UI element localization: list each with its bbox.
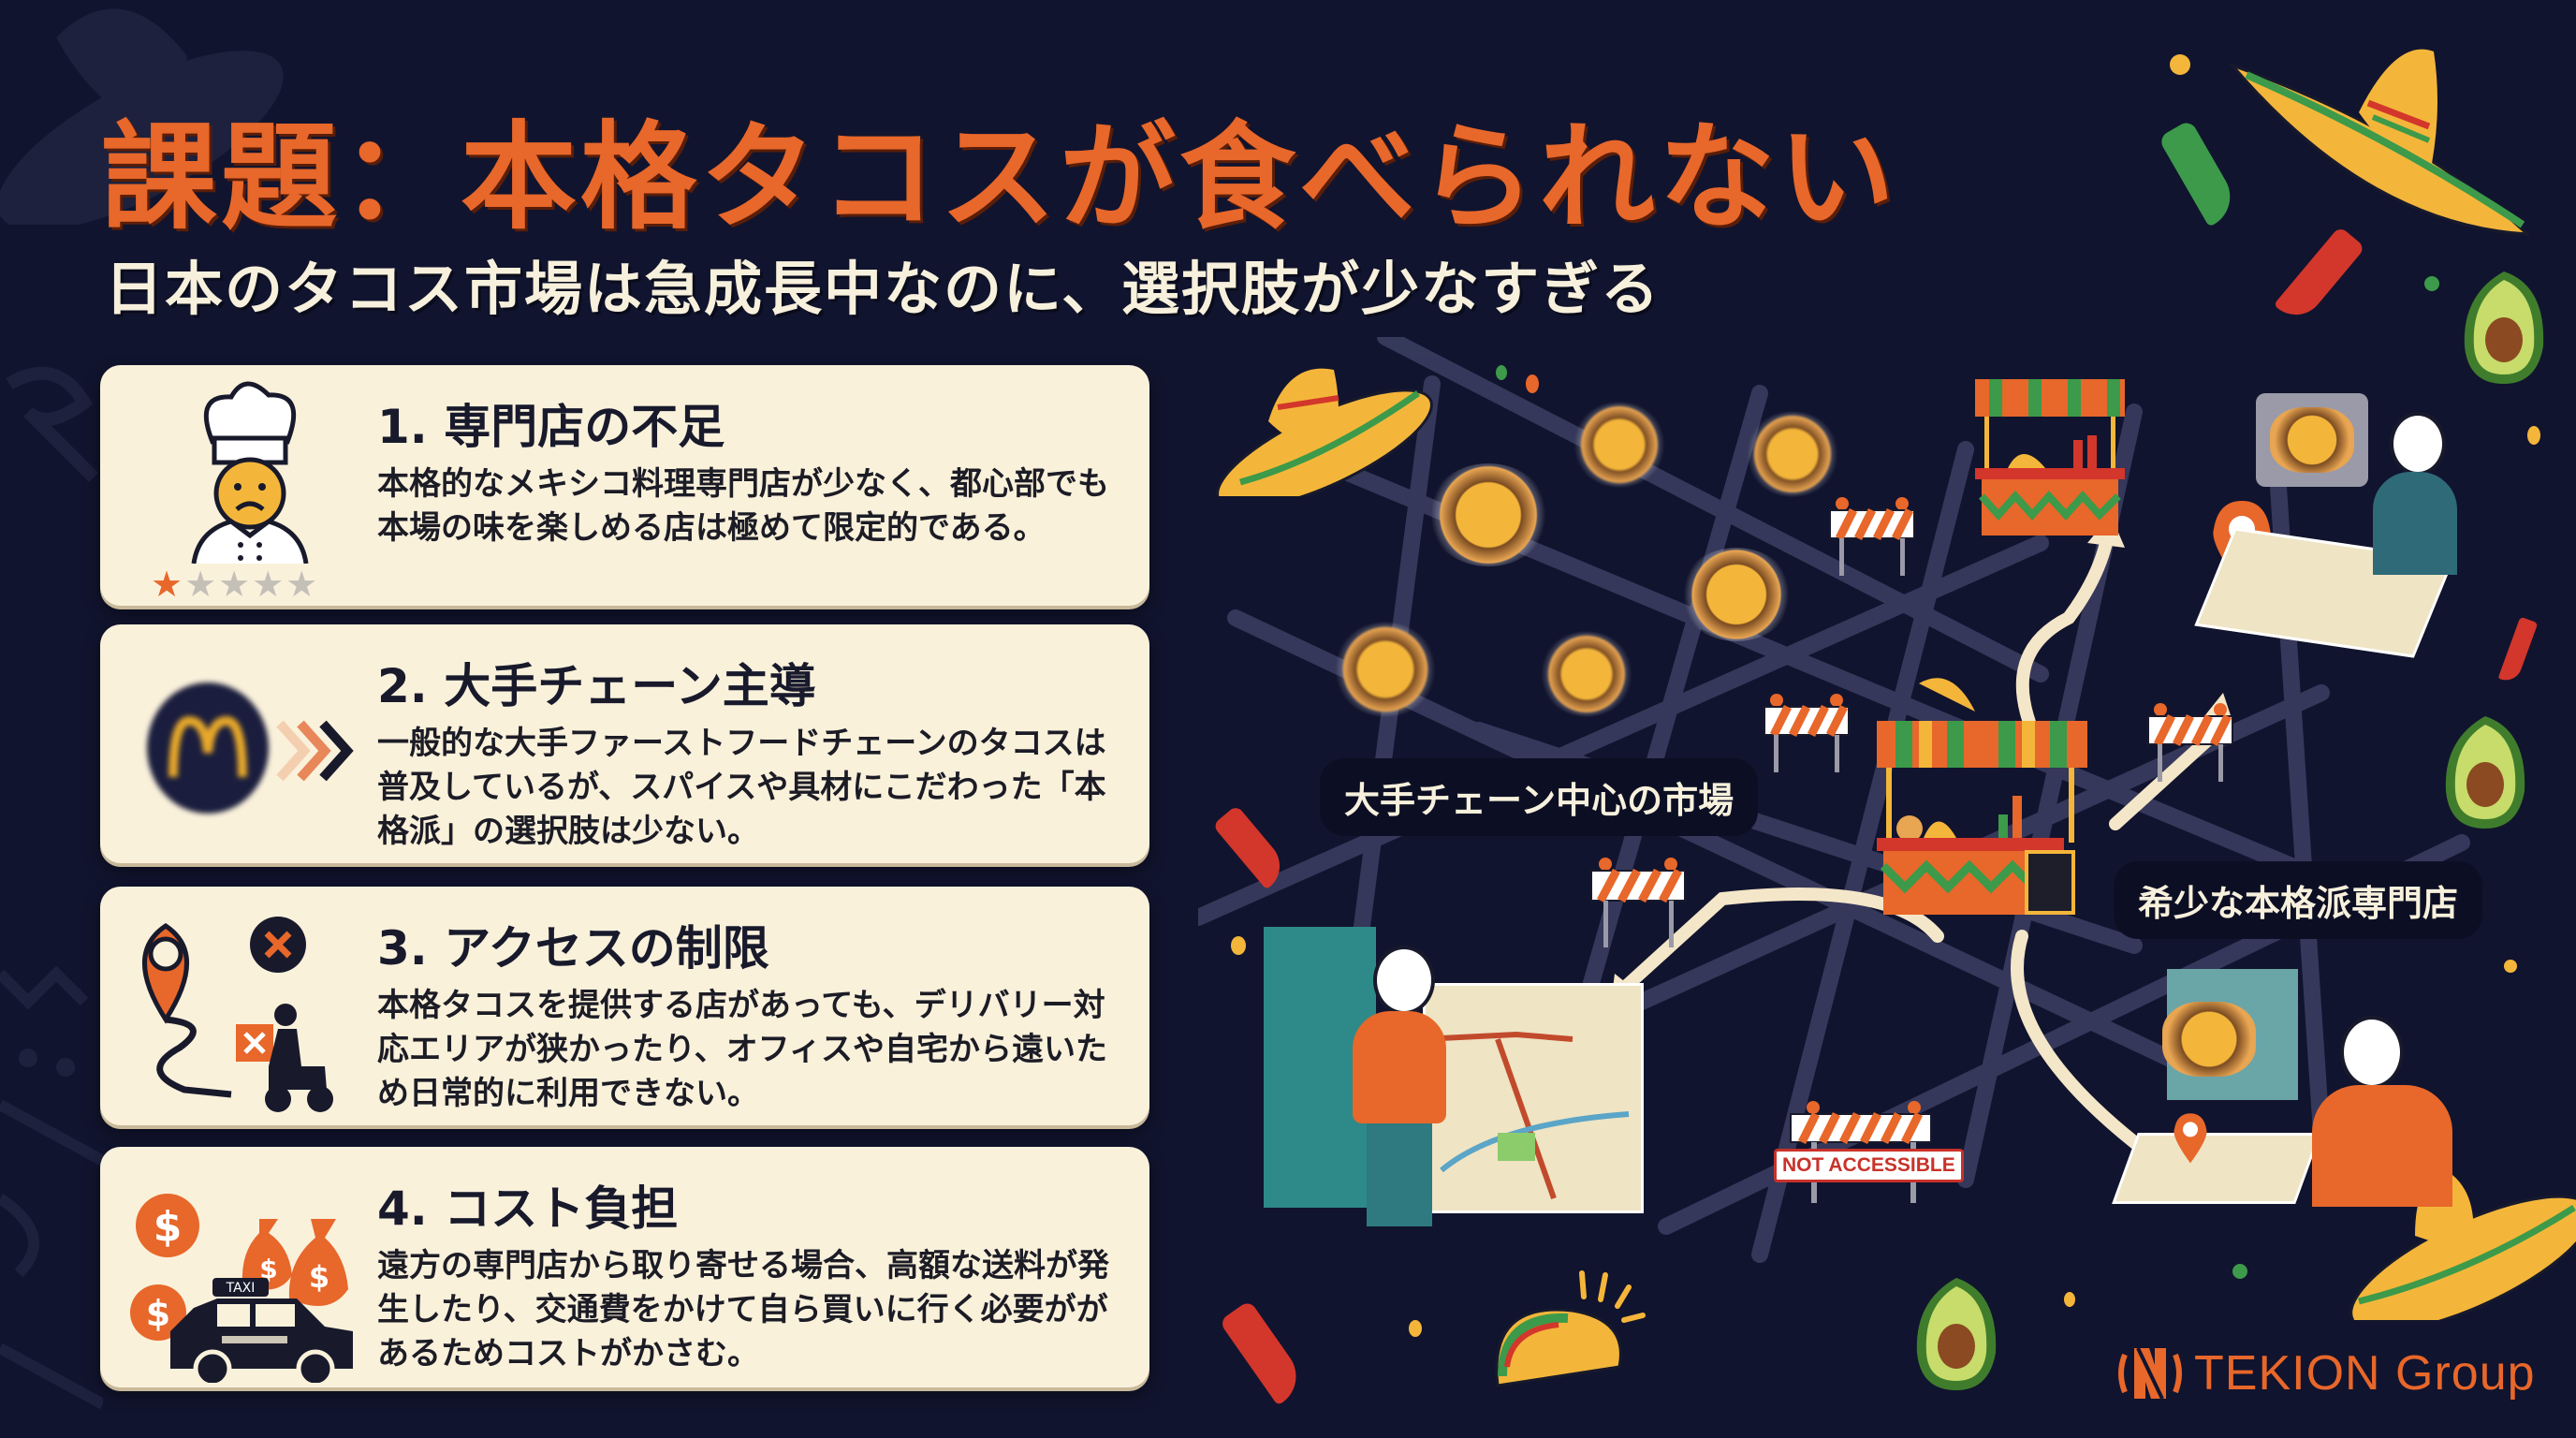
folded-map — [2112, 1133, 2321, 1204]
svg-text:$: $ — [146, 1293, 170, 1334]
delivery-restricted-icon — [142, 917, 333, 1112]
svg-text:$: $ — [154, 1203, 183, 1251]
location-pin-icon — [2174, 1113, 2207, 1164]
thinking-person-with-map — [2153, 384, 2490, 665]
avocado-icon — [2445, 716, 2525, 829]
burger-taco-icon — [2270, 407, 2354, 473]
folded-map — [1423, 983, 1644, 1213]
card-body: 本格的なメキシコ料理専門店が少なく、都心部でも本場の味を楽しめる店は極めて限定的… — [377, 465, 1109, 547]
road-barrier-icon — [1590, 858, 1686, 947]
road-barrier-icon — [2147, 703, 2233, 782]
brand-logo: TEKION Group — [2117, 1341, 2536, 1406]
burger-taco-icon — [1334, 623, 1437, 716]
confetti-dot — [2527, 426, 2540, 445]
problem-card-cost-burden: $ $ $ $ TAXI 4. コスト負担 遠方の専門店から取り寄せる場合、高額… — [100, 1147, 1149, 1387]
card-title: 4. コスト負担 — [377, 1181, 679, 1236]
confetti-dot — [2064, 1292, 2075, 1307]
burger-taco-icon — [1540, 632, 1633, 716]
pattern-zigzag-icon — [0, 965, 103, 1410]
label-chain-market: 大手チェーン中心の市場 — [1320, 758, 1759, 836]
person-icon — [1353, 946, 1446, 1226]
fast-food-chain-logo-icon — [147, 682, 269, 814]
burger-taco-icon — [1427, 463, 1549, 566]
problem-card-shortage-of-specialty-shops: ★★★★★ 1. 専門店の不足 本格的なメキシコ料理専門店が少なく、都心部でも本… — [100, 365, 1149, 606]
sombrero-watermark-icon — [0, 8, 284, 225]
confetti-dot — [2424, 276, 2439, 291]
person-icon — [2312, 1016, 2452, 1207]
card-body: 遠方の専門店から取り寄せる場合、高額な送料が発生したり、交通費をかけて自ら買いに… — [377, 1247, 1109, 1372]
card-title: 3. アクセスの制限 — [377, 921, 769, 976]
sad-chef-icon — [191, 381, 309, 564]
taco-icon — [1495, 1270, 1646, 1387]
label-rare-specialty-shops: 希少な本格派専門店 — [2114, 861, 2483, 939]
confetti-dot — [1231, 936, 1246, 955]
red-chili-icon — [1219, 1299, 1309, 1406]
taco-stand-icon — [1975, 379, 2125, 536]
page-title: 課題：本格タコスが食べられない — [101, 110, 1899, 245]
confetti-dot — [1409, 1320, 1422, 1337]
problem-card-chain-dominance: 2. 大手チェーン主導 一般的な大手ファーストフードチェーンのタコスは普及してい… — [100, 624, 1149, 863]
not-accessible-barrier: NOT ACCESSIBLE — [1774, 1100, 1964, 1203]
burger-taco-icon — [1680, 548, 1793, 641]
taco-stand-icon — [1877, 678, 2087, 915]
pattern-swirl-icon — [6, 366, 98, 482]
card-title: 1. 専門店の不足 — [377, 400, 725, 454]
star-filled-icon: ★ — [151, 564, 185, 605]
star-rating: ★★★★★ — [151, 564, 319, 605]
not-accessible-sign: NOT ACCESSIBLE — [1774, 1149, 1964, 1182]
avocado-icon — [2464, 271, 2544, 384]
confetti-dot — [1496, 365, 1507, 380]
svg-text:TAXI: TAXI — [226, 1281, 256, 1296]
star-empty-icon: ★★★★ — [184, 564, 320, 605]
page-subtitle: 日本のタコス市場は急成長中なのに、選択肢が少なすぎる — [105, 255, 1661, 323]
avocado-icon — [1916, 1278, 1997, 1390]
svg-text:$: $ — [309, 1259, 329, 1295]
confetti-dot — [2504, 960, 2517, 973]
frustrated-person-at-desk — [2112, 955, 2481, 1208]
confetti-dot — [2232, 1264, 2247, 1279]
taxi-cost-icon: $ $ $ $ TAXI — [130, 1194, 353, 1383]
person-icon — [2373, 412, 2457, 580]
card-body: 本格タコスを提供する店があっても、デリバリー対応エリアが狭かったり、オフィスや自… — [377, 987, 1107, 1112]
confused-person-with-map — [1264, 927, 1657, 1236]
sombrero-icon — [2228, 49, 2532, 236]
sombrero-icon — [1216, 368, 1433, 496]
card-title: 2. 大手チェーン主導 — [377, 659, 816, 713]
problem-card-access-limits: 3. アクセスの制限 本格タコスを提供する店があっても、デリバリー対応エリアが狭… — [100, 887, 1149, 1125]
svg-text:$: $ — [259, 1254, 277, 1284]
burger-taco-icon — [2162, 1002, 2256, 1077]
brand-name: TEKION Group — [2194, 1346, 2536, 1401]
road-barrier-icon — [1764, 694, 1850, 772]
card-body: 一般的な大手ファーストフードチェーンのタコスは普及しているが、スパイスや具材にこ… — [377, 725, 1106, 850]
burger-taco-icon — [1746, 412, 1839, 496]
chevron-arrows-icon — [276, 720, 354, 782]
confetti-dot — [2170, 54, 2190, 75]
confetti-dot — [1526, 374, 1539, 393]
road-barrier-icon — [1829, 497, 1915, 576]
tekion-logo-mark-icon — [2118, 1347, 2182, 1400]
burger-taco-icon — [1573, 403, 1666, 487]
